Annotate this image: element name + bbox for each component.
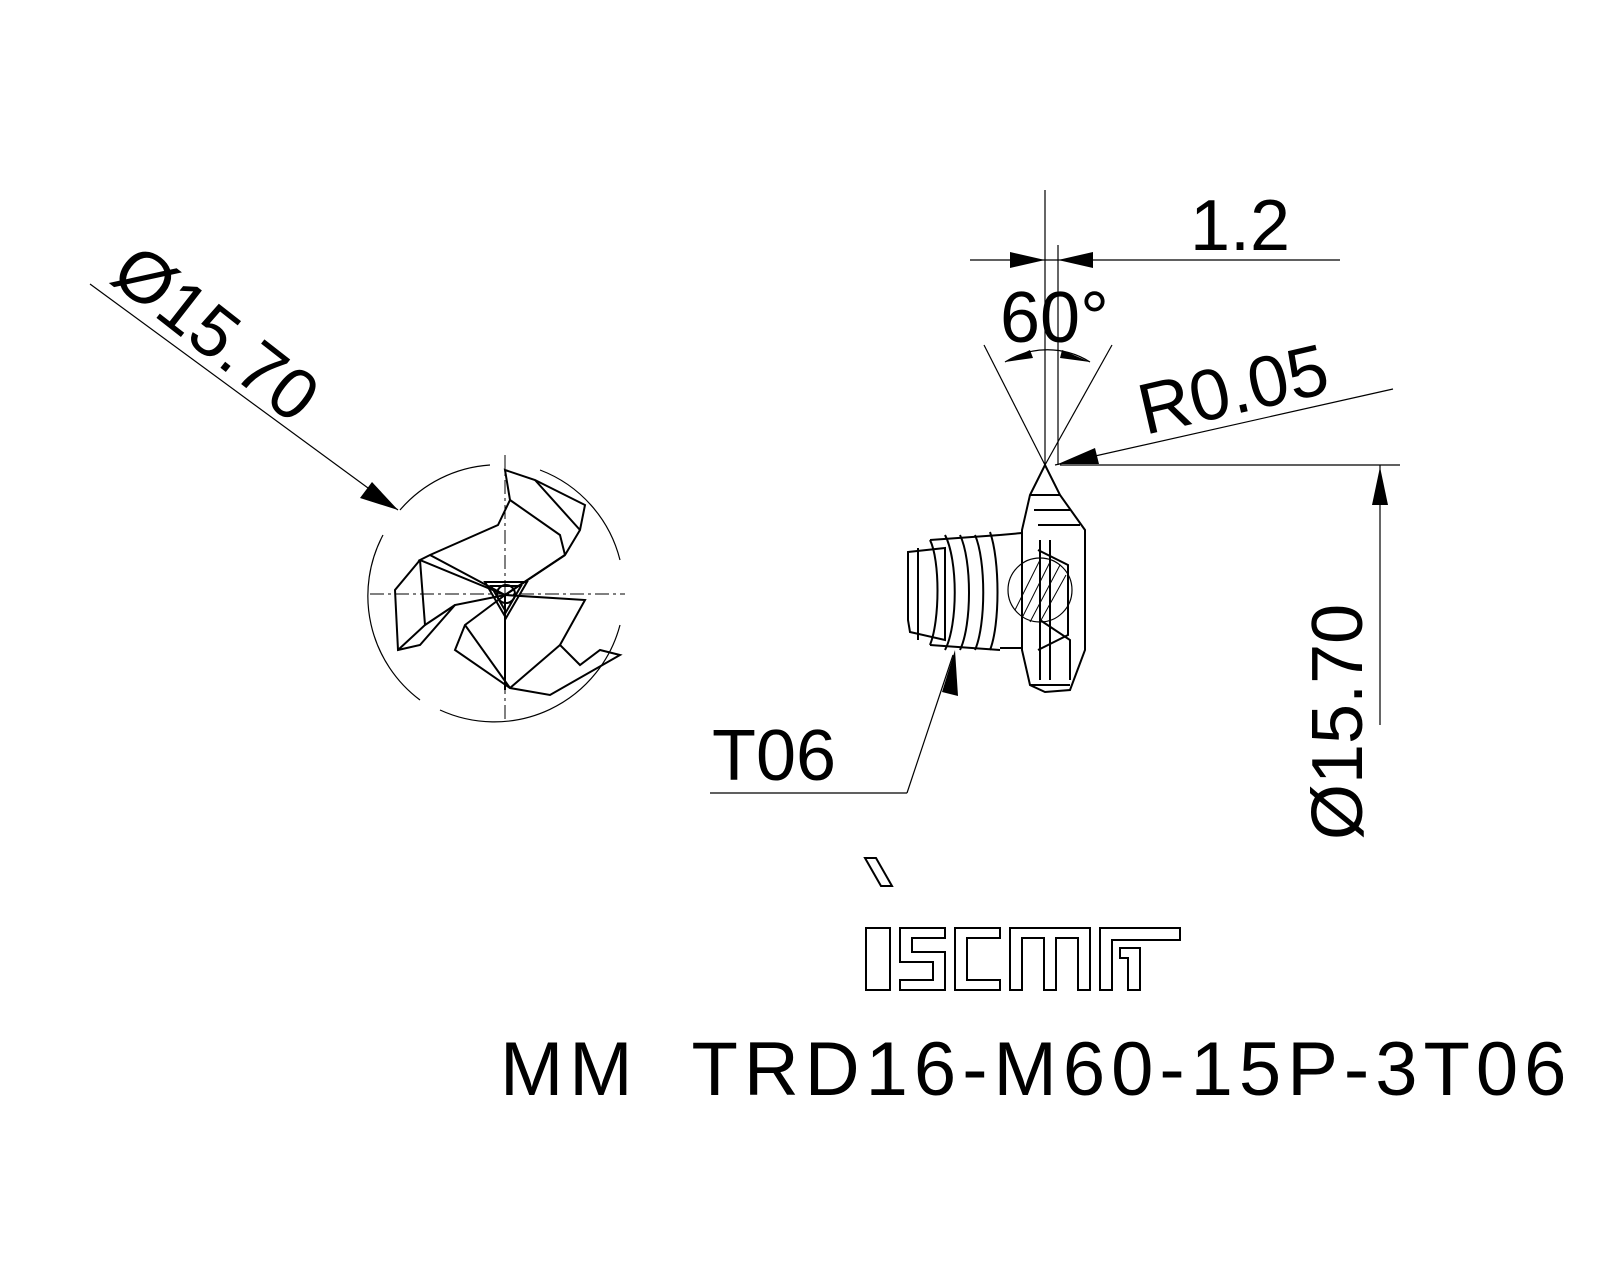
angle-construction xyxy=(983,344,1113,466)
radius-label: R0.05 xyxy=(1131,329,1336,450)
radius-leader xyxy=(1054,388,1394,466)
thread-leader xyxy=(710,650,958,794)
cutting-head xyxy=(1021,462,1086,694)
side-diameter-dimension xyxy=(1060,464,1400,725)
thread-label: T06 xyxy=(712,716,836,796)
iscar-logo xyxy=(863,857,1181,991)
angle-label: 60° xyxy=(1000,278,1109,358)
front-outer-circle xyxy=(399,464,491,511)
side-view: 60° 1.2 R0.05 Ø15.70 T06 xyxy=(710,186,1400,840)
front-view: Ø15.70 xyxy=(89,230,625,723)
front-diameter-label: Ø15.70 xyxy=(98,230,333,438)
width-label: 1.2 xyxy=(1190,186,1290,266)
shank-threads xyxy=(907,531,1023,651)
front-center-key xyxy=(483,581,529,620)
side-diameter-label: Ø15.70 xyxy=(1298,604,1378,840)
front-diameter-leader xyxy=(89,283,399,511)
radius-arrow xyxy=(1058,448,1099,464)
width-dimension xyxy=(970,252,1340,268)
front-diameter-arrow xyxy=(360,482,398,510)
designation-title: MM TRD16-M60-15P-3T06 xyxy=(500,1027,1572,1112)
